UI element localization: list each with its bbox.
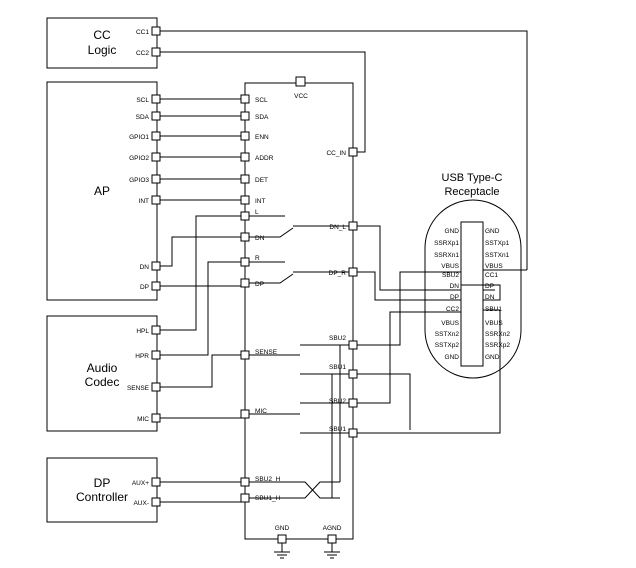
codec-sense-label: SENSE (127, 385, 150, 392)
rcpt-r-9: SSRXn2 (485, 331, 510, 338)
dp-auxn-pin (151, 497, 161, 507)
audio-codec-title-1: Audio (87, 361, 118, 375)
ap-gpio1-label: GPIO1 (129, 134, 149, 141)
audio-codec-title-2: Codec (85, 375, 120, 389)
usb-c-receptacle-outline (424, 199, 522, 379)
ap-gpio2-pin (151, 152, 161, 162)
rcpt-l-0: GND (445, 228, 460, 235)
rcpt-l-5: DN (450, 283, 460, 290)
dp-auxp-label: AUX+ (132, 480, 149, 487)
ic-addr-label: ADDR (255, 155, 274, 162)
ap-sda-pin (151, 111, 161, 121)
dp-auxn-label: AUX- (133, 500, 149, 507)
codec-hpl-label: HPL (136, 328, 149, 335)
ap-gpio3-label: GPIO3 (129, 177, 149, 184)
rcpt-r-7: SBU1 (485, 306, 502, 313)
ap-sda-label: SDA (136, 114, 150, 121)
cc2-pin-box (151, 47, 161, 57)
ic-det-label: DET (255, 177, 268, 184)
ic-dpr-label: DP_R (329, 270, 347, 277)
ap-scl-label: SCL (136, 97, 149, 104)
ic-r-label: R (255, 255, 260, 262)
cc1-label: CC1 (136, 29, 149, 36)
ap-int-label: INT (139, 198, 150, 205)
receptacle-title-1: USB Type-C (442, 172, 503, 184)
ap-gpio3-pin (151, 174, 161, 184)
cc-logic-block (46, 17, 158, 69)
audio-codec-block (46, 315, 158, 432)
ic-ccin-label: CC_IN (326, 150, 346, 157)
rcpt-l-7: CC2 (446, 306, 459, 313)
rcpt-l-8: VBUS (441, 320, 459, 327)
rcpt-r-6: DN (485, 294, 495, 301)
rcpt-r-2: SSTXn1 (485, 252, 510, 259)
ap-dn-label: DN (140, 264, 150, 271)
ap-dn-pin (151, 261, 161, 271)
rcpt-l-2: SSRXn1 (434, 252, 459, 259)
rcpt-l-3: VBUS (441, 263, 459, 270)
ap-dp-label: DP (140, 284, 149, 291)
rcpt-l-1: SSRXp1 (434, 240, 459, 247)
cc-logic-title-2: Logic (88, 43, 117, 57)
ic-sbu1-top-label: SBU1 (329, 364, 346, 371)
codec-hpr-label: HPR (135, 353, 149, 360)
ap-dp-pin (151, 281, 161, 291)
ic-l-label: L (255, 209, 259, 216)
usb-c-tongue (460, 221, 484, 367)
codec-sense-pin (151, 382, 161, 392)
ap-gpio1-pin (151, 131, 161, 141)
ic-sbu1-bot-label: SBU1 (329, 426, 346, 433)
dp-controller-title-1: DP (94, 476, 111, 490)
ic-scl-label: SCL (255, 97, 268, 104)
ic-dnl-label: DN_L (329, 224, 346, 231)
ap-block (46, 81, 158, 301)
rcpt-r-10: SSRXp2 (485, 342, 510, 349)
rcpt-r-4: CC1 (485, 272, 498, 279)
ic-dp-label: DP (255, 281, 264, 288)
codec-hpl-pin (151, 325, 161, 335)
ic-sbu2-bot-label: SBU2 (329, 398, 346, 405)
ap-int-pin (151, 195, 161, 205)
ic-mic-label: MIC (255, 408, 267, 415)
ap-gpio2-label: GPIO2 (129, 155, 149, 162)
codec-mic-pin (151, 413, 161, 423)
rcpt-l-4: SBU2 (442, 272, 459, 279)
dp-controller-title-2: Controller (76, 490, 128, 504)
ic-agnd-label: AGND (323, 525, 342, 532)
ic-enn-label: ENN (255, 134, 269, 141)
receptacle-title-2: Receptacle (444, 186, 499, 198)
ap-scl-pin (151, 94, 161, 104)
ic-vcc-label: VCC (294, 93, 308, 100)
cc-logic-title-1: CC (93, 28, 111, 42)
ic-vcc-pin (295, 76, 306, 87)
rcpt-r-5: DP (485, 283, 494, 290)
rcpt-r-1: SSTXp1 (485, 240, 510, 247)
ic-sbu2-top-label: SBU2 (329, 335, 346, 342)
ic-gnd-label: GND (275, 525, 290, 532)
ic-dn-label: DN (255, 235, 265, 242)
codec-hpr-pin (151, 350, 161, 360)
rcpt-r-0: GND (485, 228, 500, 235)
rcpt-l-10: SSTXp2 (435, 342, 460, 349)
ic-int-label: INT (255, 198, 266, 205)
ic-sbu2h-label: SBU2_H (255, 476, 281, 483)
rcpt-r-8: VBUS (485, 320, 503, 327)
rcpt-r-11: GND (485, 354, 500, 361)
rcpt-l-9: SSTXn2 (435, 331, 460, 338)
cc1-pin-box (151, 26, 161, 36)
cc2-label: CC2 (136, 50, 149, 57)
rcpt-r-3: VBUS (485, 263, 503, 270)
ap-title: AP (94, 184, 110, 198)
ic-sense-label: SENSE (255, 349, 278, 356)
ic-sda-label: SDA (255, 114, 269, 121)
codec-mic-label: MIC (137, 416, 149, 423)
dp-auxp-pin (151, 477, 161, 487)
rcpt-l-11: GND (445, 354, 460, 361)
rcpt-l-6: DP (450, 294, 459, 301)
dp-controller-block (46, 457, 158, 523)
ic-sbu1h-label: SBU1_H (255, 495, 281, 502)
